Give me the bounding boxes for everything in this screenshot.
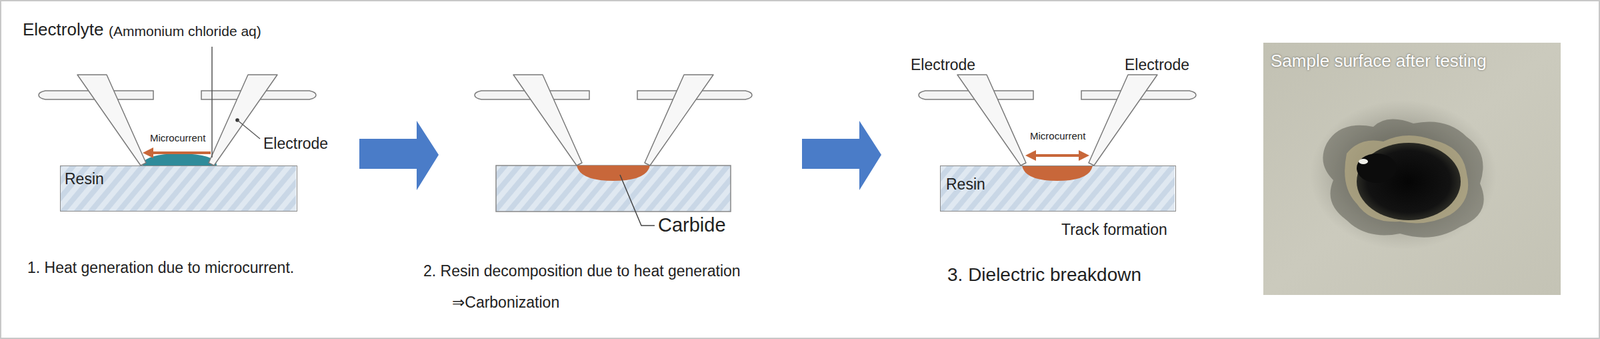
electrode-left	[918, 74, 1034, 166]
electrode-left	[38, 74, 154, 166]
process-arrow	[802, 120, 882, 190]
resin-block	[496, 165, 731, 212]
current-arrow	[152, 151, 211, 154]
step-caption: 2. Resin decomposition due to heat gener…	[423, 262, 741, 280]
resin-block: Resin	[940, 165, 1176, 212]
electrode-right	[637, 74, 752, 166]
photo-background	[1263, 42, 1561, 295]
track-region	[1022, 165, 1093, 181]
burn-hole	[1356, 153, 1397, 183]
part-label: (Ammonium chloride aq)	[108, 23, 262, 40]
photo-panel: Sample surface after testing	[1263, 42, 1564, 295]
photo-caption: Sample surface after testing	[1270, 51, 1556, 72]
part-label: Resin	[946, 175, 1170, 193]
burn-hole	[1356, 142, 1461, 220]
leader-line	[211, 46, 213, 158]
discolored-ring	[1344, 135, 1468, 223]
resin-block: Resin	[60, 165, 298, 212]
leader-line	[620, 174, 655, 226]
step-caption: 3. Dielectric breakdown	[947, 264, 1142, 286]
part-label: Carbide	[658, 214, 726, 236]
soot-smudge	[1310, 100, 1497, 250]
current-arrow-head	[142, 147, 154, 158]
soot-smudge	[1322, 119, 1484, 238]
part-label: Electrode	[910, 56, 976, 74]
part-label: Electrolyte	[22, 20, 104, 40]
leader-line	[237, 120, 260, 139]
process-arrow	[359, 120, 439, 190]
part-label: Microcurrent	[150, 132, 206, 144]
current-arrow-head	[1078, 150, 1090, 161]
current-arrow	[1034, 154, 1080, 157]
electrolyte-droplet	[142, 153, 217, 166]
resin-block	[60, 165, 296, 212]
part-label: Electrode	[1124, 56, 1190, 74]
step-caption: 1. Heat generation due to microcurrent.	[27, 258, 294, 276]
carbide-region	[576, 165, 650, 181]
electrode-left	[474, 74, 590, 166]
part-label: Electrode	[263, 134, 328, 152]
part-label: Resin	[64, 170, 293, 188]
part-label: Track formation	[1061, 220, 1168, 238]
electrode-right	[1081, 74, 1196, 166]
step-caption: ⇒Carbonization	[452, 293, 560, 311]
current-arrow-head	[1025, 150, 1036, 161]
highlight	[1358, 158, 1368, 164]
part-label: Microcurrent	[1030, 130, 1086, 142]
resin-block	[940, 165, 1175, 212]
